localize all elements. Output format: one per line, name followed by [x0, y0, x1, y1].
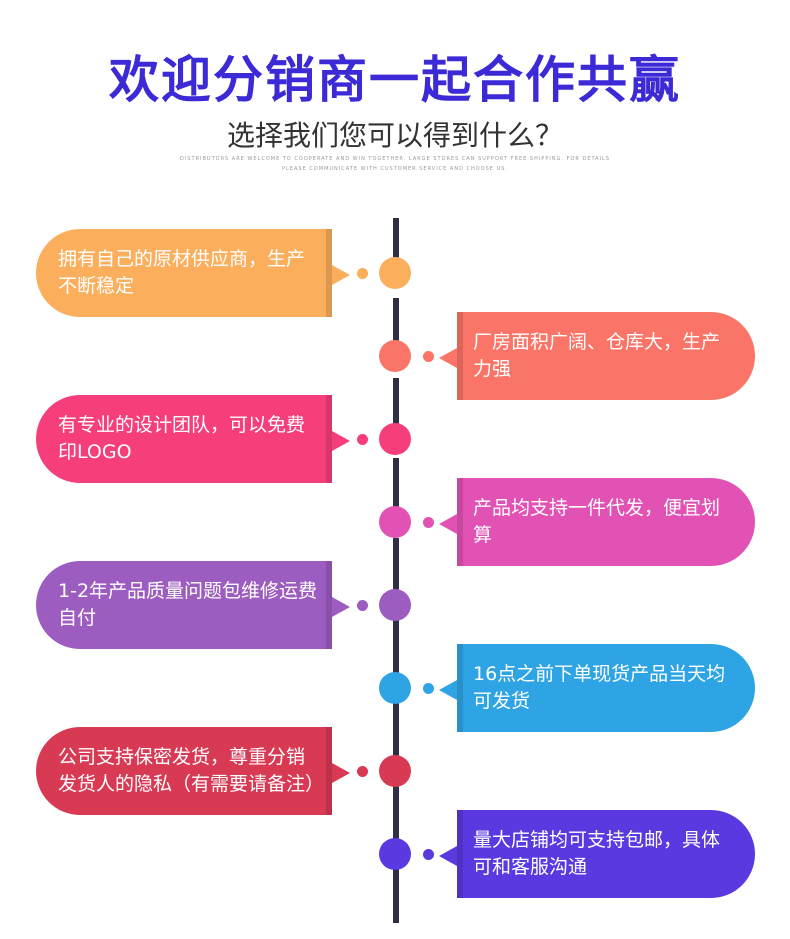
card-shade: [326, 395, 332, 483]
timeline-connector-dot: [357, 434, 368, 445]
page-subtitle: 选择我们您可以得到什么？: [226, 119, 563, 152]
card-shade: [326, 229, 332, 317]
fine-print-line-1: DISTRIBUTORS ARE WELCOME TO COOPERATE AN…: [179, 156, 611, 162]
timeline-line: [393, 218, 399, 923]
timeline-card-text: 拥有自己的原材供应商，生产不断稳定: [58, 248, 306, 297]
card-shade: [457, 810, 463, 898]
timeline-card-text: 厂房面积广阔、仓库大，生产力强: [473, 331, 721, 380]
timeline-node-3: [379, 423, 411, 455]
timeline-connector-dot: [423, 517, 434, 528]
timeline-card-text: 产品均支持一件代发，便宜划算: [473, 497, 721, 546]
timeline-card-5: 1-2年产品质量问题包维修运费自付: [36, 561, 350, 649]
timeline-card-3: 有专业的设计团队，可以免费印LOGO: [36, 395, 350, 483]
card-shade: [326, 561, 332, 649]
timeline-node-5: [379, 589, 411, 621]
timeline-card-text: 公司支持保密发货，尊重分销发货人的隐私（有需要请备注）: [58, 746, 325, 795]
timeline-node-2: [379, 340, 411, 372]
timeline-node-1: [379, 257, 411, 289]
card-shade: [457, 644, 463, 732]
timeline-card-1: 拥有自己的原材供应商，生产不断稳定: [36, 229, 350, 317]
timeline-node-7: [379, 755, 411, 787]
timeline-card-7: 公司支持保密发货，尊重分销发货人的隐私（有需要请备注）: [36, 727, 350, 815]
timeline-card-text: 16点之前下单现货产品当天均可发货: [473, 663, 726, 712]
timeline-node-8: [379, 838, 411, 870]
page-title: 欢迎分销商一起合作共赢: [109, 51, 681, 109]
timeline-connector-dot: [423, 683, 434, 694]
card-shade: [326, 727, 332, 815]
timeline-card-4: 产品均支持一件代发，便宜划算: [439, 478, 755, 566]
card-shade: [457, 312, 463, 400]
timeline-card-text: 量大店铺均可支持包邮，具体可和客服沟通: [473, 829, 721, 878]
timeline-card-2: 厂房面积广阔、仓库大，生产力强: [439, 312, 755, 400]
timeline-connector-dot: [357, 268, 368, 279]
timeline-connector-dot: [357, 766, 368, 777]
timeline-card-8: 量大店铺均可支持包邮，具体可和客服沟通: [439, 810, 755, 898]
timeline-connector-dot: [423, 351, 434, 362]
fine-print-line-2: PLEASE COMMUNICATE WITH CUSTOMER SERVICE…: [282, 166, 508, 172]
timeline-node-4: [379, 506, 411, 538]
card-shade: [457, 478, 463, 566]
timeline-connector-dot: [357, 600, 368, 611]
timeline-node-6: [379, 672, 411, 704]
timeline-card-text: 有专业的设计团队，可以免费印LOGO: [58, 414, 306, 463]
timeline-connector-dot: [423, 849, 434, 860]
timeline-card-6: 16点之前下单现货产品当天均可发货: [439, 644, 755, 732]
timeline-card-text: 1-2年产品质量问题包维修运费自付: [58, 580, 318, 629]
